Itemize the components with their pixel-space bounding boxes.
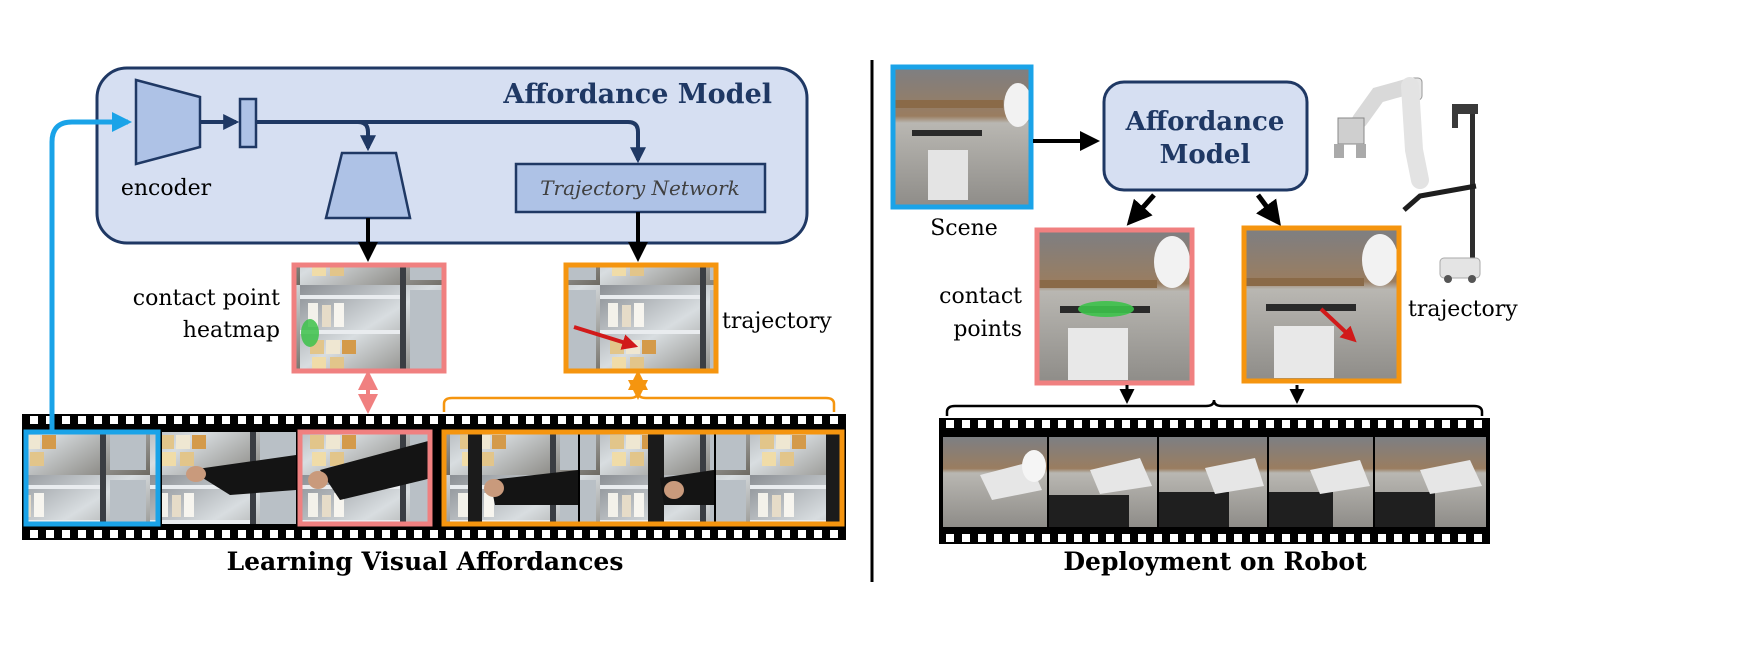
left-panel: Affordance Model encoder Trajectory Netw… <box>22 66 846 576</box>
trajectory-network-block <box>514 162 767 214</box>
contact-points-label-line1: contact <box>939 284 1022 309</box>
contact-point-heatmap-blob <box>301 319 319 347</box>
deployment-trajectory-label: trajectory <box>1408 297 1518 322</box>
encoder-label: encoder <box>121 176 212 201</box>
deployment-model-title-line2: Model <box>1160 140 1251 170</box>
heatmap-label-line2: heatmap <box>183 318 280 343</box>
contact-points-label-line2: points <box>953 317 1022 342</box>
latent-vector <box>238 97 258 149</box>
encoder-block <box>134 78 202 166</box>
left-caption: Learning Visual Affordances <box>227 547 624 576</box>
film-sprocket-holes-top <box>30 416 838 424</box>
heatmap-label-line1: contact point <box>133 286 280 311</box>
film-frame-contact-highlight <box>297 429 433 527</box>
film-frame-2 <box>162 432 296 524</box>
frame-to-encoder-arrow <box>49 112 132 432</box>
latent-to-trajectory-network-arrow <box>358 120 646 164</box>
mobile-robot-illustration <box>1402 104 1481 283</box>
film-frame-4 <box>444 432 578 524</box>
robot-frames-brace <box>945 399 1484 416</box>
contact-points-green-blob <box>1078 301 1134 317</box>
deployment-affordance-model-box <box>1102 80 1309 192</box>
film-frames-trajectory-highlight <box>441 429 845 527</box>
film-sprocket-holes-bottom <box>30 530 838 538</box>
robot-film-frame-3 <box>1159 437 1267 527</box>
robot-video-film-strip <box>939 418 1490 544</box>
deployment-model-title-line1: Affordance <box>1125 107 1285 137</box>
robot-film-sprocket-holes-top <box>946 420 1482 428</box>
robot-arm-illustration <box>1334 77 1429 189</box>
trajectory-output-label: trajectory <box>722 309 832 334</box>
trajectory-red-arrow <box>573 325 639 350</box>
contact-points-output-image <box>1034 227 1195 386</box>
film-frame-6 <box>716 432 842 524</box>
film-frame-3 <box>298 432 432 524</box>
scene-image <box>890 64 1034 210</box>
trajectory-network-label: Trajectory Network <box>540 176 740 200</box>
robot-film-frame-1 <box>943 437 1047 527</box>
decoder-block <box>324 151 412 220</box>
trajectory-output-image <box>563 262 719 374</box>
trajectory-frames-brace <box>442 391 836 412</box>
robot-film-sprocket-holes-bottom <box>946 534 1482 542</box>
deployment-trajectory-output-image <box>1241 225 1402 384</box>
model-to-trajectory-arrow <box>1255 193 1281 227</box>
right-panel: Scene Affordance Model <box>890 64 1518 576</box>
robot-film-frame-5 <box>1375 437 1486 527</box>
deployment-trajectory-red-arrow <box>1319 307 1357 343</box>
film-frame-5 <box>580 432 714 524</box>
film-frame-1 <box>26 432 160 524</box>
robot-film-frame-4 <box>1269 437 1373 527</box>
human-video-film-strip <box>22 414 846 540</box>
film-frame-encoder-input-highlight <box>23 429 161 527</box>
right-caption: Deployment on Robot <box>1063 547 1367 576</box>
scene-label: Scene <box>930 216 998 241</box>
heatmap-output-image <box>291 262 447 374</box>
robot-film-frame-2 <box>1049 437 1157 527</box>
model-to-contact-points-arrow <box>1126 193 1156 226</box>
affordance-model-title: Affordance Model <box>502 79 772 110</box>
